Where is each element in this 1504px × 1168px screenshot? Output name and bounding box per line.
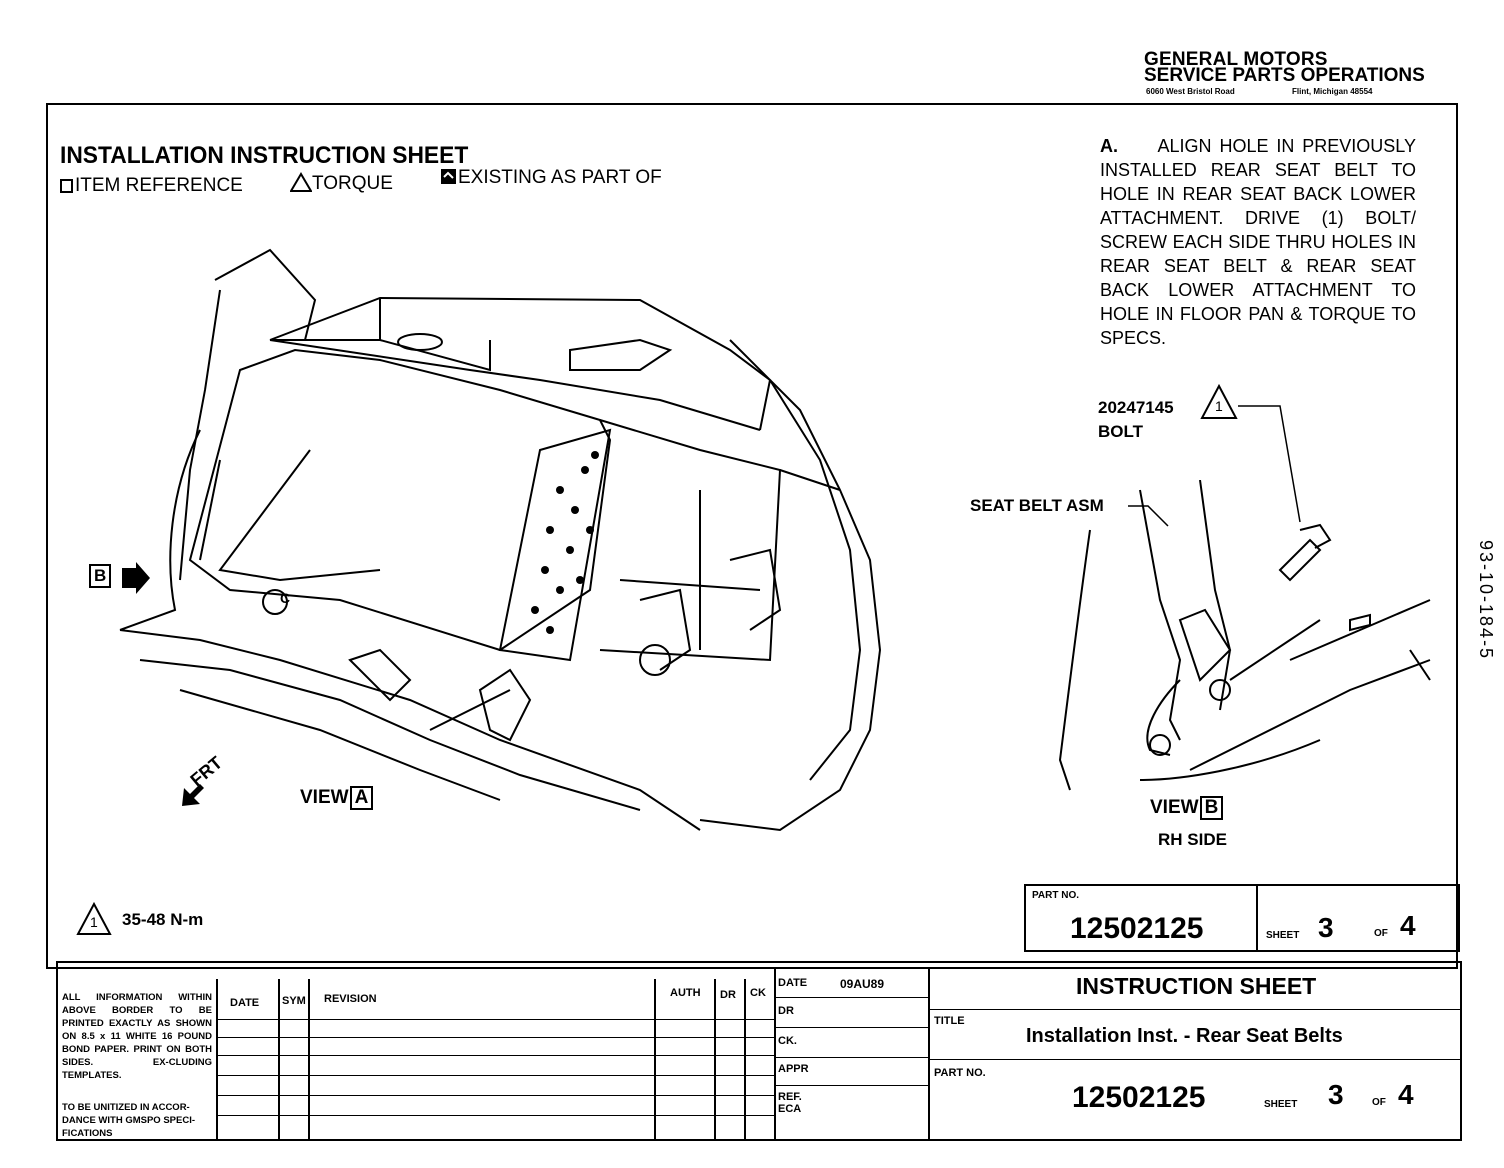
col-ck: CK: [750, 987, 766, 999]
filled-square-icon: [441, 169, 456, 184]
col-revision: REVISION: [324, 993, 377, 1005]
torque-spec-value: 35-48 N-m: [122, 910, 204, 929]
partno-label: PART NO.: [934, 1067, 986, 1079]
sheet-title: INSTALLATION INSTRUCTION SHEET: [60, 142, 469, 169]
seat-belt-callout: SEAT BELT ASM: [970, 496, 1104, 515]
item-c-marker: C: [280, 590, 291, 606]
title-block-part-number: 12502125: [1072, 1081, 1206, 1114]
triangle-icon: [76, 901, 112, 935]
part-number-label: PART NO.: [1032, 890, 1080, 901]
ck-label: CK.: [778, 1035, 797, 1047]
col-dr: DR: [720, 989, 736, 1001]
title-value: Installation Inst. - Rear Seat Belts: [1026, 1025, 1343, 1047]
sheet-label: SHEET: [1266, 930, 1300, 941]
side-document-code: 93-10-184-5: [1476, 540, 1496, 661]
arrow-front-icon: [182, 784, 204, 806]
instruction-sheet-heading: INSTRUCTION SHEET: [1076, 973, 1317, 999]
title-block-sheet-total: 4: [1398, 1079, 1414, 1110]
rh-side-label: RH SIDE: [1158, 830, 1227, 849]
company-name: GENERAL MOTORS: [1144, 49, 1328, 70]
col-auth: AUTH: [670, 987, 701, 999]
bolt-callout: 20247145 BOLT: [1098, 398, 1174, 441]
instruction-note: A. ALIGN HOLE IN PREVIOUSLY INSTALLED RE…: [1100, 136, 1416, 348]
legend-existing: EXISTING AS PART OF: [440, 167, 662, 189]
triangle-icon: [289, 172, 313, 192]
view-a-illustration: [119, 248, 882, 832]
title-block-sheet-label: SHEET: [1264, 1099, 1298, 1110]
printing-notice: ALL INFORMATION WITHIN ABOVE BORDER TO B…: [62, 992, 212, 1081]
dr-label: DR: [778, 1005, 794, 1017]
appr-label: APPR: [778, 1063, 809, 1075]
torque-spec-ref: 1: [76, 901, 112, 941]
of-label: OF: [1374, 928, 1388, 939]
view-b-illustration: [1058, 480, 1431, 791]
division-name: SERVICE PARTS OPERATIONS: [1144, 65, 1425, 86]
date-label: DATE: [778, 977, 808, 989]
square-icon: [60, 179, 73, 193]
bolt-torque-ref: 1: [1200, 383, 1238, 425]
view-b-marker: B: [88, 564, 112, 588]
part-number-box: PART NO. 12502125 SHEET 3 OF 4: [1024, 884, 1460, 952]
sheet-number: 3: [1318, 912, 1334, 943]
drawing-border: [46, 103, 1458, 969]
title-label: TITLE: [934, 1015, 965, 1027]
unitize-notice: TO BE UNITIZED IN ACCOR-DANCE WITH GMSPO…: [62, 1102, 196, 1139]
triangle-icon: [1200, 383, 1238, 419]
title-block-sheet-number: 3: [1328, 1079, 1344, 1110]
legend-item-reference: ITEM REFERENCE: [60, 175, 243, 197]
title-block: ALL INFORMATION WITHIN ABOVE BORDER TO B…: [56, 961, 1462, 1141]
col-date: DATE: [230, 997, 260, 1009]
bolt-leader-line: [1238, 405, 1301, 523]
seat-belt-leader-line: [1128, 505, 1169, 527]
ref-eca-label: REF. ECA: [778, 1091, 802, 1115]
sheet-total: 4: [1400, 910, 1416, 941]
col-sym: SYM: [282, 995, 306, 1007]
legend-torque: TORQUE: [289, 172, 393, 195]
part-number: 12502125: [1070, 912, 1204, 945]
date-value: 09AU89: [840, 977, 885, 991]
city: Flint, Michigan 48554: [1292, 87, 1373, 96]
address: 6060 West Bristol Road: [1146, 87, 1235, 96]
arrow-right-icon: [122, 562, 150, 594]
title-block-of-label: OF: [1372, 1097, 1386, 1108]
